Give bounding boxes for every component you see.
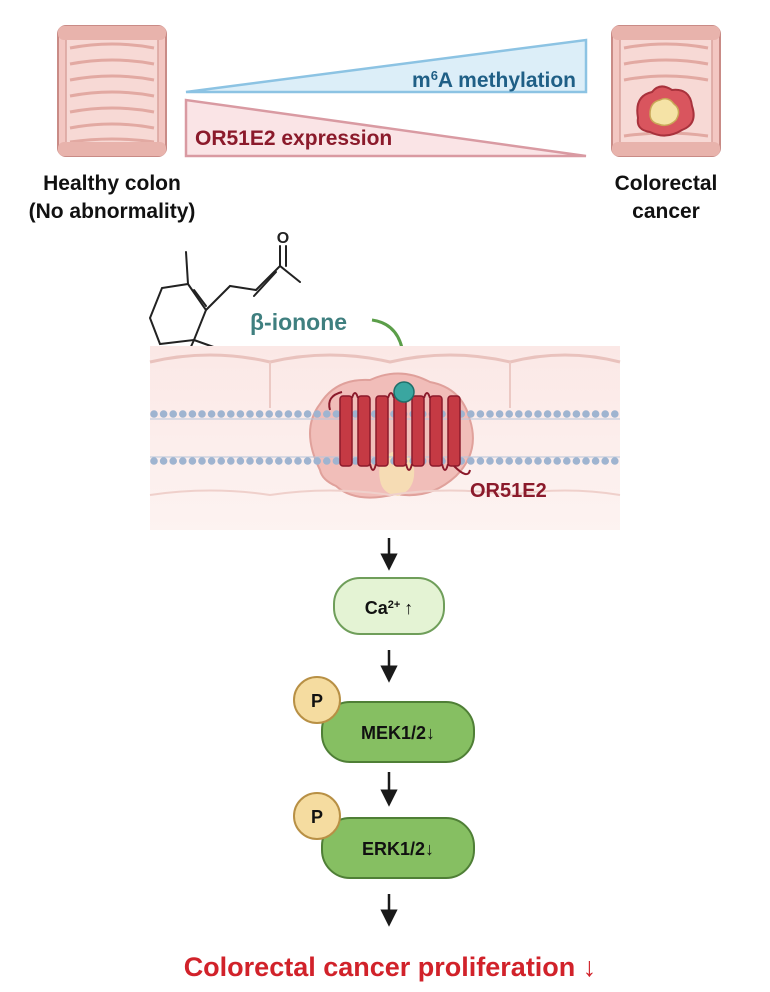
expression-label: OR51E2 expression — [195, 127, 392, 150]
lipid-head — [313, 410, 322, 418]
lipid-head — [198, 457, 206, 465]
healthy-label-line1: Healthy colon — [43, 172, 181, 195]
lipid-head — [611, 410, 619, 418]
lipid-head — [601, 457, 609, 465]
mek-phospho-label: P — [311, 691, 323, 711]
lipid-head — [534, 457, 542, 465]
beta-ionone-label: β-ionone — [250, 309, 347, 335]
lipid-head — [505, 457, 513, 465]
lipid-head — [582, 457, 590, 465]
lipid-head — [332, 457, 341, 465]
lipid-head — [236, 457, 245, 465]
result-label: Colorectal cancer proliferation ↓ — [184, 952, 597, 982]
lipid-head — [476, 410, 485, 418]
lipid-head — [169, 410, 177, 418]
lipid-head — [563, 410, 571, 418]
cancer-colon-icon — [611, 25, 721, 157]
lipid-head — [543, 410, 552, 418]
lipid-head — [476, 457, 485, 465]
lipid-head — [284, 410, 293, 418]
methylation-label: m6A methylation — [412, 68, 576, 93]
beta-ionone-structure — [148, 245, 301, 363]
lipid-head — [524, 457, 533, 465]
lipid-head — [591, 457, 600, 465]
lipid-head — [534, 410, 542, 418]
or51e2-receptor — [328, 391, 471, 476]
lipid-head — [188, 410, 197, 418]
lipid-head — [563, 457, 571, 465]
lipid-head — [217, 457, 225, 465]
lipid-head — [255, 457, 264, 465]
lipid-head — [313, 457, 322, 465]
erk-label: ERK1/2↓ — [362, 839, 434, 859]
lipid-head — [582, 410, 590, 418]
lipid-head — [159, 457, 168, 465]
lipid-head — [217, 410, 225, 418]
lipid-head — [294, 457, 302, 465]
lipid-head — [486, 410, 494, 418]
lipid-head — [227, 410, 235, 418]
lipid-head — [227, 457, 235, 465]
lipid-head — [246, 457, 254, 465]
lipid-head — [265, 410, 274, 418]
erk-node: ERK1/2↓ P — [293, 792, 475, 879]
lipid-head — [591, 410, 600, 418]
lipid-head — [467, 410, 475, 418]
cancer-label-line2: cancer — [632, 200, 700, 223]
lipid-head — [246, 410, 254, 418]
lipid-head — [207, 410, 216, 418]
lipid-head — [179, 410, 187, 418]
calcium-node: Ca2+↑ — [333, 577, 445, 635]
mek-node: MEK1/2↓ P — [293, 676, 475, 763]
lipid-head — [486, 457, 494, 465]
lipid-head — [150, 410, 158, 418]
lipid-head — [303, 457, 312, 465]
expression-wedge — [184, 98, 587, 158]
lipid-head — [284, 457, 293, 465]
lipid-head — [303, 410, 312, 418]
lipid-head — [611, 457, 619, 465]
lipid-head — [207, 457, 216, 465]
lipid-head — [553, 410, 561, 418]
lipid-head — [495, 457, 504, 465]
svg-text:Ca2+↑: Ca2+↑ — [365, 598, 414, 618]
lipid-head — [572, 457, 581, 465]
lipid-head — [323, 457, 331, 465]
lipid-head — [467, 457, 475, 465]
receptor-label: OR51E2 — [470, 480, 547, 502]
oxygen-label: O — [277, 230, 289, 247]
healthy-label-line2: (No abnormality) — [29, 200, 196, 223]
lipid-head — [179, 457, 187, 465]
lipid-head — [255, 410, 264, 418]
lipid-head — [553, 457, 561, 465]
lipid-head — [236, 410, 245, 418]
lipid-head — [601, 410, 609, 418]
lipid-head — [169, 457, 177, 465]
lipid-row-top — [150, 410, 619, 418]
lipid-head — [294, 410, 302, 418]
lipid-head — [332, 410, 341, 418]
lipid-head — [265, 457, 274, 465]
lipid-head — [150, 457, 158, 465]
lipid-head — [572, 410, 581, 418]
beta-ionone-ligand — [393, 381, 415, 403]
lipid-head — [275, 457, 283, 465]
lipid-head — [159, 410, 168, 418]
methylation-wedge — [185, 38, 588, 94]
lipid-head — [323, 410, 331, 418]
lipid-head — [275, 410, 283, 418]
lipid-head — [198, 410, 206, 418]
cancer-label-line1: Colorectal — [615, 172, 718, 195]
lipid-head — [188, 457, 197, 465]
lipid-head — [495, 410, 504, 418]
lipid-head — [515, 410, 523, 418]
lipid-head — [524, 410, 533, 418]
healthy-colon-icon — [57, 25, 167, 157]
lipid-head — [543, 457, 552, 465]
mek-label: MEK1/2↓ — [361, 723, 435, 743]
erk-phospho-label: P — [311, 807, 323, 827]
lipid-head — [505, 410, 513, 418]
lipid-head — [515, 457, 523, 465]
